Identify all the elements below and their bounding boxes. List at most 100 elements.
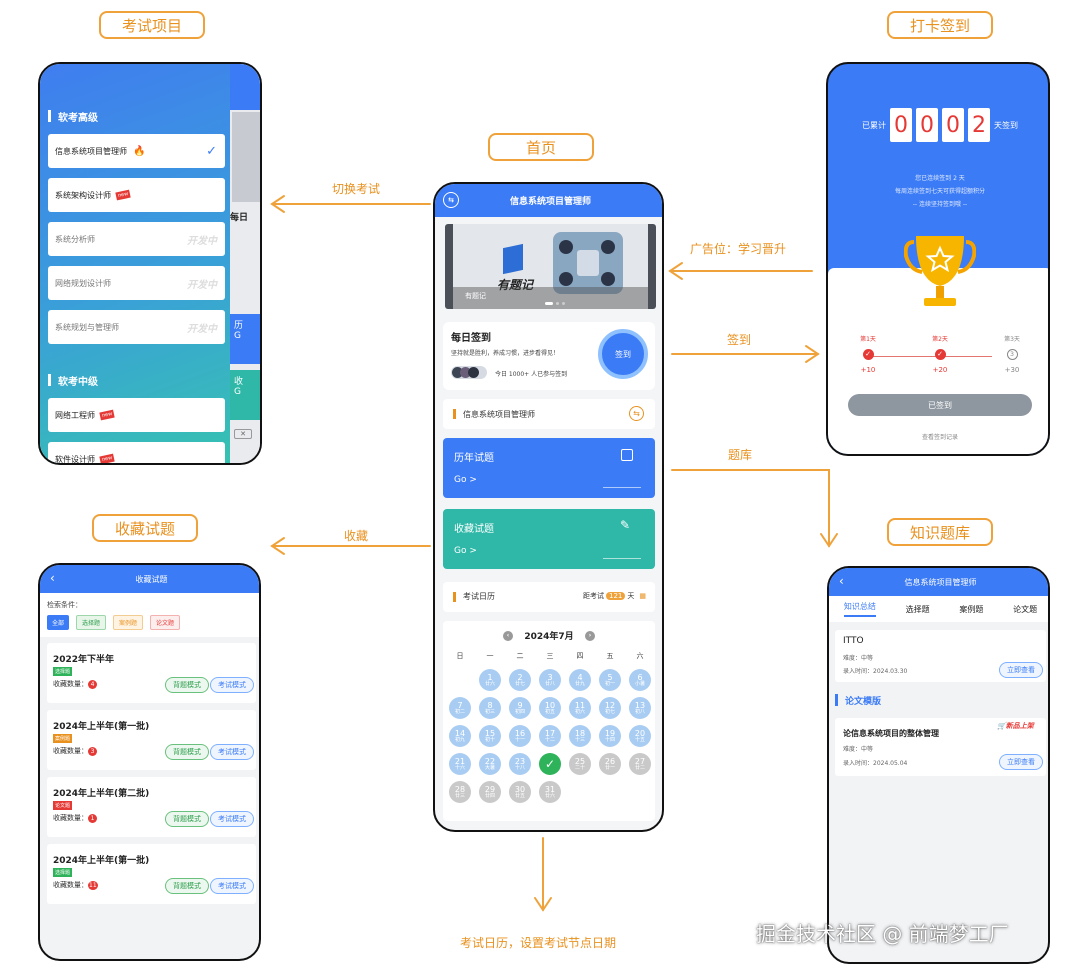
daily-checkin-card: 每日签到 坚持就是胜利，养成习惯，进步看得见！ 今日 1000+ 人已参与签到 … bbox=[443, 322, 655, 390]
header-title: 信息系统项目管理师 bbox=[904, 577, 977, 587]
exam-calendar-bar[interactable]: 考试日历 距考试 121 天 ▦ bbox=[443, 582, 655, 612]
checked-in-button[interactable]: 已签到 bbox=[848, 394, 1032, 416]
favorites-card[interactable]: 收藏试题 Go > ✎ bbox=[443, 509, 655, 569]
tab-essay[interactable]: 论文题 bbox=[1013, 604, 1038, 614]
banner-caption: 有题记 bbox=[465, 292, 486, 300]
switch-icon[interactable]: ⇆ bbox=[629, 406, 644, 421]
knowledge-item[interactable]: 论信息系统项目的整体管理 🛒新品上架 难度：中等 录入时间：2024.05.04… bbox=[835, 718, 1046, 776]
view-button[interactable]: 立即查看 bbox=[999, 662, 1043, 678]
practice-mode-button[interactable]: 背题模式 bbox=[165, 811, 209, 827]
close-icon[interactable]: ✕ bbox=[234, 429, 252, 439]
back-icon[interactable]: ‹ bbox=[839, 574, 844, 588]
exam-mode-button[interactable]: 考试模式 bbox=[210, 811, 254, 827]
exam-item-disabled: 网络规划设计师 开发中 bbox=[48, 266, 225, 300]
exam-item[interactable]: 网络工程师 new bbox=[48, 398, 225, 432]
switch-exam-icon[interactable]: ⇆ bbox=[443, 192, 459, 208]
ad-banner[interactable]: 有题记 有题记 bbox=[445, 224, 656, 309]
view-button[interactable]: 立即查看 bbox=[999, 754, 1043, 770]
exam-item-selected[interactable]: 信息系统项目管理师 🔥 ✓ bbox=[48, 134, 225, 168]
favorites-card-title: 收藏试题 bbox=[454, 524, 494, 535]
exam-item[interactable]: 软件设计师 new bbox=[48, 442, 225, 463]
practice-mode-button[interactable]: 背题模式 bbox=[165, 744, 209, 760]
day-number: 7 bbox=[457, 700, 463, 710]
section-title: 论文模版 bbox=[845, 697, 882, 707]
prev-month-icon[interactable]: ‹ bbox=[503, 630, 513, 641]
exam-mode-button[interactable]: 考试模式 bbox=[210, 744, 254, 760]
checkin-record-link[interactable]: 查看签到记录 bbox=[921, 434, 958, 441]
day-number: 18 bbox=[574, 728, 586, 738]
tab-summary[interactable]: 知识总结 bbox=[843, 601, 876, 617]
question-bank-label: 题库 bbox=[728, 448, 753, 462]
filter-choice[interactable]: 选择题 bbox=[76, 615, 107, 630]
filter-case[interactable]: 案例题 bbox=[113, 615, 144, 630]
new-badge: new bbox=[99, 409, 116, 421]
day-number: 11 bbox=[574, 700, 586, 710]
knowledge-item[interactable]: ITTO 难度：中等 录入时间：2024.03.30 立即查看 bbox=[835, 630, 1046, 682]
next-month-icon[interactable]: › bbox=[585, 630, 595, 641]
done-check-icon: ✓ bbox=[934, 349, 946, 360]
practice-mode-button[interactable]: 背题模式 bbox=[165, 878, 209, 894]
exam-item[interactable]: 系统架构设计师 new bbox=[48, 178, 225, 212]
current-exam-bar[interactable]: 信息系统项目管理师 ⇆ bbox=[443, 399, 655, 429]
today-check-icon[interactable]: ✓ bbox=[539, 753, 561, 775]
exam-mode-button[interactable]: 考试模式 bbox=[210, 677, 254, 693]
calendar-month: 2024年7月 bbox=[524, 632, 574, 642]
back-icon[interactable]: ‹ bbox=[50, 571, 55, 585]
tab-choice[interactable]: 选择题 bbox=[905, 604, 930, 614]
fire-icon: 🔥 bbox=[133, 145, 146, 157]
digit: 0 bbox=[916, 108, 938, 142]
past-exams-card[interactable]: 历年试题 Go > bbox=[443, 438, 655, 498]
lunar-date: 廿三 bbox=[454, 792, 465, 799]
checkin-button[interactable]: 签到 bbox=[598, 329, 648, 379]
lunar-date: 廿一 bbox=[604, 764, 615, 771]
lunar-date: 廿六 bbox=[544, 792, 555, 799]
peek-text: 每日 bbox=[230, 213, 249, 223]
tab-case[interactable]: 案例题 bbox=[959, 604, 984, 614]
filter-essay[interactable]: 论文题 bbox=[150, 615, 181, 630]
count-badge: 1 bbox=[88, 813, 97, 823]
weekday-label: 日 bbox=[456, 652, 464, 660]
exam-mode-button[interactable]: 考试模式 bbox=[210, 878, 254, 894]
practice-mode-button[interactable]: 背题模式 bbox=[165, 677, 209, 693]
filter-all[interactable]: 全部 bbox=[47, 615, 70, 630]
question-bank-arrow bbox=[671, 469, 830, 547]
checkin-progress: 第1天 ✓ +10 第2天 ✓ +20 第3天 3 +30 bbox=[848, 334, 1032, 394]
accum-prefix: 已累计 bbox=[862, 120, 886, 130]
